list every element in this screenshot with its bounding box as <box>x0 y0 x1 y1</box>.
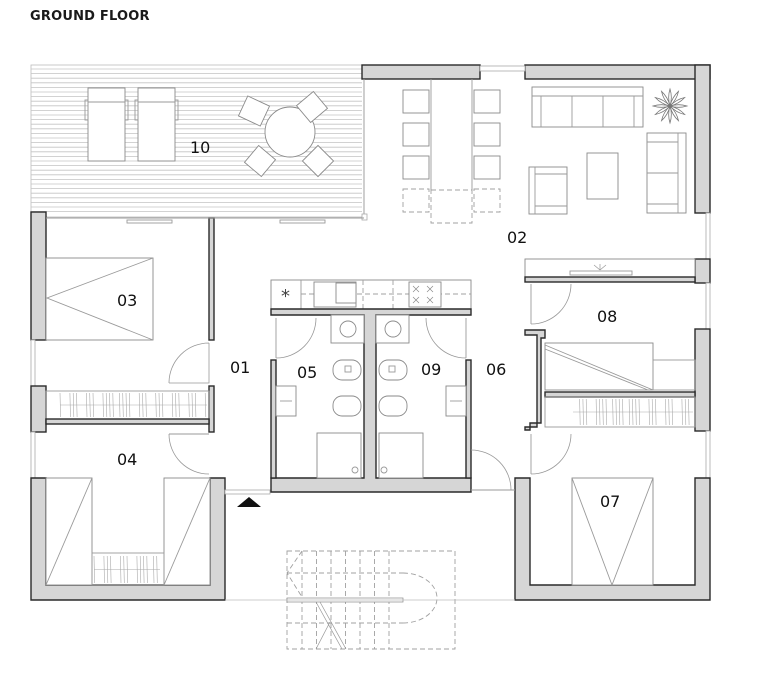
plant-icon <box>651 87 689 125</box>
wall <box>361 64 481 80</box>
entrance-arrow-icon <box>237 497 261 507</box>
coffee-table <box>586 152 619 200</box>
kitchen-counter: * <box>270 279 472 310</box>
bed-07 <box>571 477 654 587</box>
wall <box>514 477 711 601</box>
staircase <box>225 550 515 650</box>
dining-table <box>402 79 501 224</box>
wall <box>270 308 472 493</box>
sun-loungers <box>84 87 179 162</box>
room-label-08: 08 <box>597 307 617 326</box>
bathroom-fixtures <box>275 314 467 479</box>
wall <box>524 64 711 80</box>
room-label-01: 01 <box>230 358 250 377</box>
room-label-04: 04 <box>117 450 137 469</box>
room-label-10: 10 <box>190 138 210 157</box>
beds-04 <box>45 477 211 586</box>
room-label-06: 06 <box>486 360 506 379</box>
room-label-03: 03 <box>117 291 137 310</box>
bed-03 <box>45 257 154 341</box>
armchair <box>528 166 568 215</box>
sofa <box>531 86 644 128</box>
room-label-09: 09 <box>421 360 441 379</box>
room-label-07: 07 <box>600 492 620 511</box>
room-label-05: 05 <box>297 363 317 382</box>
hob-marker: * <box>281 286 290 307</box>
wardrobe <box>45 390 210 425</box>
wall <box>694 64 711 214</box>
side-sofa <box>646 132 687 214</box>
round-table-set <box>237 90 335 178</box>
floor-title: GROUND FLOOR <box>30 9 150 24</box>
room-label-02: 02 <box>507 228 527 247</box>
